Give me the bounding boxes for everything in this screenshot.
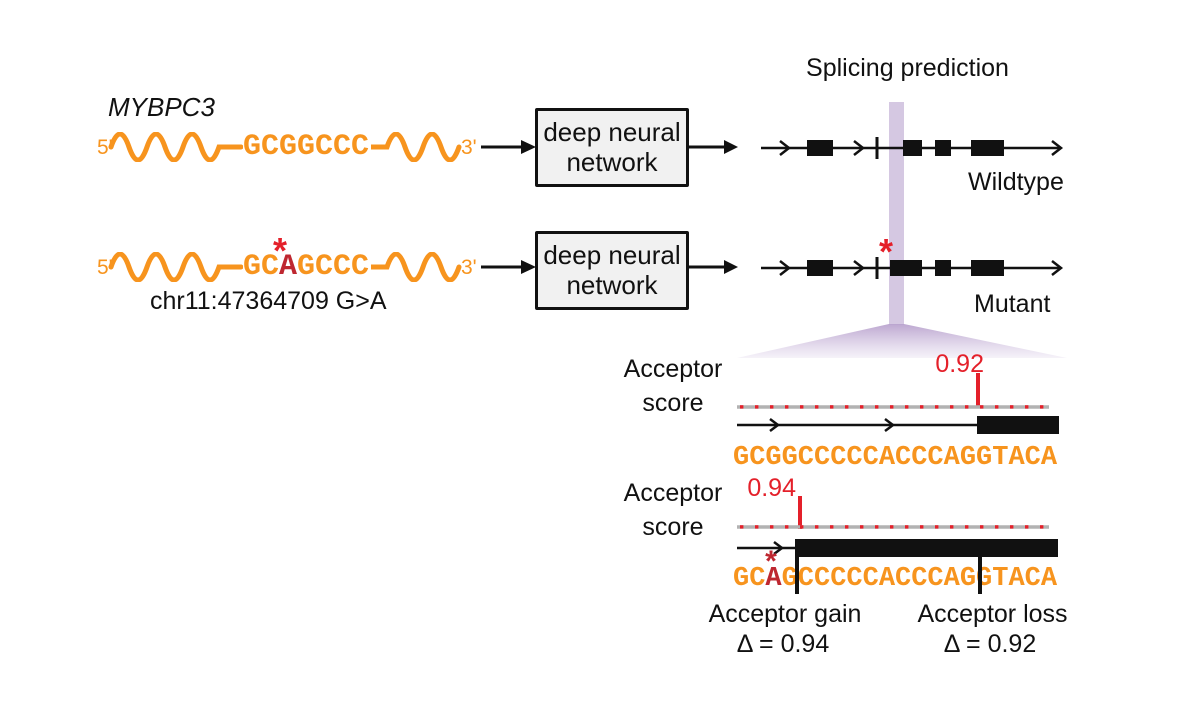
wt-input-arrow (481, 140, 536, 154)
acceptor-gain-label: Acceptor gain (708, 600, 862, 628)
mut-score-label: score (642, 513, 704, 541)
mut-panel-seq-before: GC (733, 564, 766, 594)
mut-three-prime-label: 3' (461, 256, 477, 279)
mut-panel-sequence: GCAGCCCCCACCCAGGTACA (733, 564, 1057, 594)
mut-input-arrow (481, 260, 536, 274)
mut-score-track (737, 525, 1049, 529)
mut-seq-before: GC (243, 250, 280, 284)
acceptor-gain-tick (795, 555, 799, 594)
mut-score-value: 0.94 (747, 474, 796, 502)
mut-strand-asterisk: * (272, 230, 287, 271)
wt-strand-sequence: GCGGCCC (243, 130, 370, 164)
wt-output-arrow (689, 140, 738, 154)
mutant-label: Mutant (974, 290, 1051, 318)
wt-score-spike (976, 373, 980, 408)
acceptor-loss-tick (978, 555, 982, 594)
wt-dnn-box: deep neural network (535, 108, 689, 187)
mut-acceptor-label: Acceptor (623, 479, 723, 507)
mut-wave-right (371, 252, 462, 282)
wt-score-label: score (642, 389, 704, 417)
wt-wave-left (108, 132, 243, 162)
wt-three-prime-label: 3' (461, 136, 477, 159)
mut-seq-after: GCCC (297, 250, 370, 284)
figure-title: Splicing prediction (806, 54, 1009, 82)
mut-transcript (737, 539, 1058, 557)
wt-panel-sequence: GCGGCCCCCACCCAGGTACA (733, 443, 1058, 473)
wt-gene-model (761, 137, 1064, 159)
mut-dnn-label-line1: deep neural (543, 239, 681, 270)
mut-output-arrow (689, 260, 738, 274)
wt-dnn-label-line2: network (566, 146, 658, 177)
wildtype-label: Wildtype (968, 168, 1064, 196)
wt-score-track (737, 405, 1049, 409)
mut-dnn-label-line2: network (566, 269, 658, 300)
mut-panel-asterisk: * (765, 545, 777, 578)
variant-label: chr11:47364709 G>A (150, 287, 387, 315)
mut-panel-seq-variant-base: A (765, 564, 782, 594)
acceptor-loss-label: Acceptor loss (917, 600, 1068, 628)
wt-five-prime-label: 5' (97, 136, 113, 159)
wt-wave-right (371, 132, 462, 162)
wt-transcript (737, 416, 1059, 434)
acceptor-loss-delta: Δ = 0.92 (943, 630, 1037, 658)
mut-strand-sequence: GCAGCCC (243, 250, 369, 284)
mut-five-prime-label: 5' (97, 256, 113, 279)
gene-name: MYBPC3 (108, 92, 215, 122)
wt-score-value: 0.92 (935, 350, 984, 378)
mut-score-spike (798, 496, 802, 529)
wt-acceptor-label: Acceptor (623, 355, 723, 383)
acceptor-gain-delta: Δ = 0.94 (736, 630, 830, 658)
mut-gene-model (761, 257, 1064, 279)
wt-dnn-label-line1: deep neural (543, 116, 681, 147)
mut-seq-variant-base: A (279, 250, 298, 284)
highlight-funnel (737, 324, 1067, 358)
mut-dnn-box: deep neural network (535, 231, 689, 310)
mut-wave-left (108, 252, 243, 282)
mut-panel-seq-after: GCCCCCACCCAGGTACA (781, 564, 1058, 594)
mut-gene-asterisk: * (878, 231, 893, 272)
